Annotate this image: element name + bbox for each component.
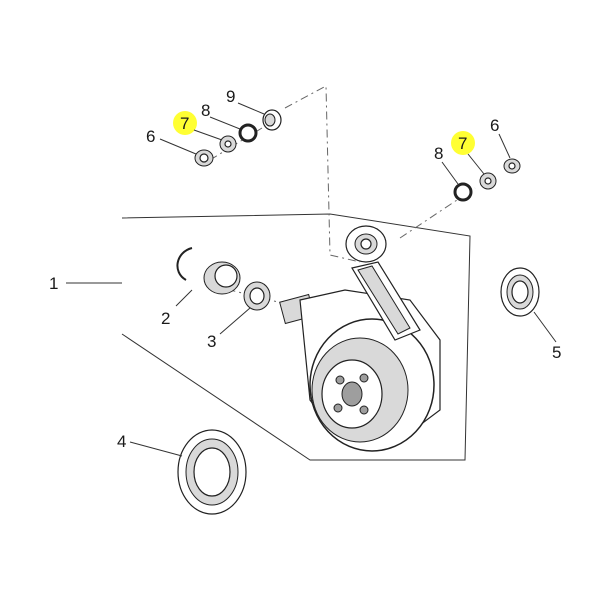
part-4-large-bearing	[177, 429, 247, 515]
part-6-bolt-left	[194, 149, 214, 167]
callout-1: 1	[49, 274, 58, 293]
part-7-washer-right	[479, 172, 497, 190]
callout-9: 9	[226, 87, 235, 106]
part-8-oring-left	[238, 123, 258, 143]
leader-6b	[498, 133, 511, 159]
callout-2: 2	[161, 309, 170, 328]
part-9-bushing	[262, 109, 282, 131]
assembly-frame	[121, 213, 471, 461]
part-6-bolt-right	[503, 158, 521, 174]
leader-4	[129, 441, 183, 457]
part-5-right-bearing	[500, 267, 540, 317]
leader-3	[219, 307, 251, 335]
leader-5	[533, 311, 557, 343]
part-1-crank-gear-assembly	[279, 225, 441, 452]
callout-7-right: 7	[458, 134, 467, 153]
part-3-small-bearing	[243, 281, 271, 311]
part-8-oring-right	[453, 182, 473, 202]
callout-8-right: 8	[434, 144, 443, 163]
highlight-7-right	[451, 131, 475, 155]
leader-8a	[209, 116, 241, 130]
part-2-collar-and-snap-ring	[176, 247, 241, 295]
callout-6-left: 6	[146, 127, 155, 146]
callout-7-left: 7	[180, 114, 189, 133]
axis-line-top	[284, 85, 361, 263]
part-7-washer-left	[219, 135, 237, 153]
callout-3: 3	[207, 332, 216, 351]
callout-4: 4	[117, 432, 126, 451]
callout-8-left: 8	[201, 101, 210, 120]
leader-7a	[193, 129, 223, 141]
leader-9	[237, 102, 265, 115]
callout-5: 5	[552, 343, 561, 362]
leader-2	[175, 289, 193, 307]
callout-6-right: 6	[490, 116, 499, 135]
highlight-7-left	[173, 111, 197, 135]
leader-7b	[467, 153, 485, 175]
leader-6a	[159, 138, 197, 155]
leader-8b	[441, 161, 459, 185]
